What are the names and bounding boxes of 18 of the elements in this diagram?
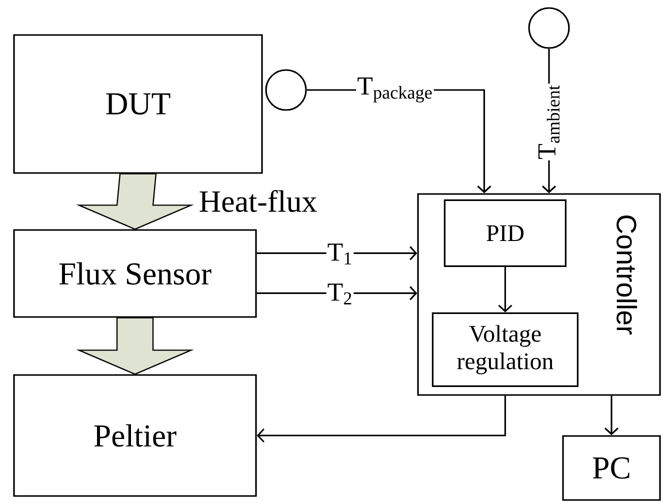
edge-label: Heat-flux <box>200 190 317 212</box>
edge-label: T$_{package}$ <box>356 76 434 104</box>
block-box: PID <box>444 199 566 267</box>
sensor-circle <box>265 69 307 111</box>
sensor-circle <box>528 7 570 49</box>
arrow <box>498 267 512 312</box>
block-box: Voltage regulation <box>432 312 578 387</box>
edge-label: T$_{2}$ <box>326 282 354 306</box>
block-box: Flux Sensor <box>13 229 257 318</box>
block-box: PC <box>562 435 661 501</box>
arrow <box>256 396 506 443</box>
block-box: DUT <box>13 34 263 174</box>
block-arrow <box>76 173 194 230</box>
block-box: Peltier <box>13 374 257 497</box>
block-arrow <box>76 317 194 375</box>
arrow <box>604 396 619 436</box>
edge-label: T$_{1}$ <box>326 242 354 266</box>
edge-label: T$_{ambient}$ <box>537 84 561 160</box>
